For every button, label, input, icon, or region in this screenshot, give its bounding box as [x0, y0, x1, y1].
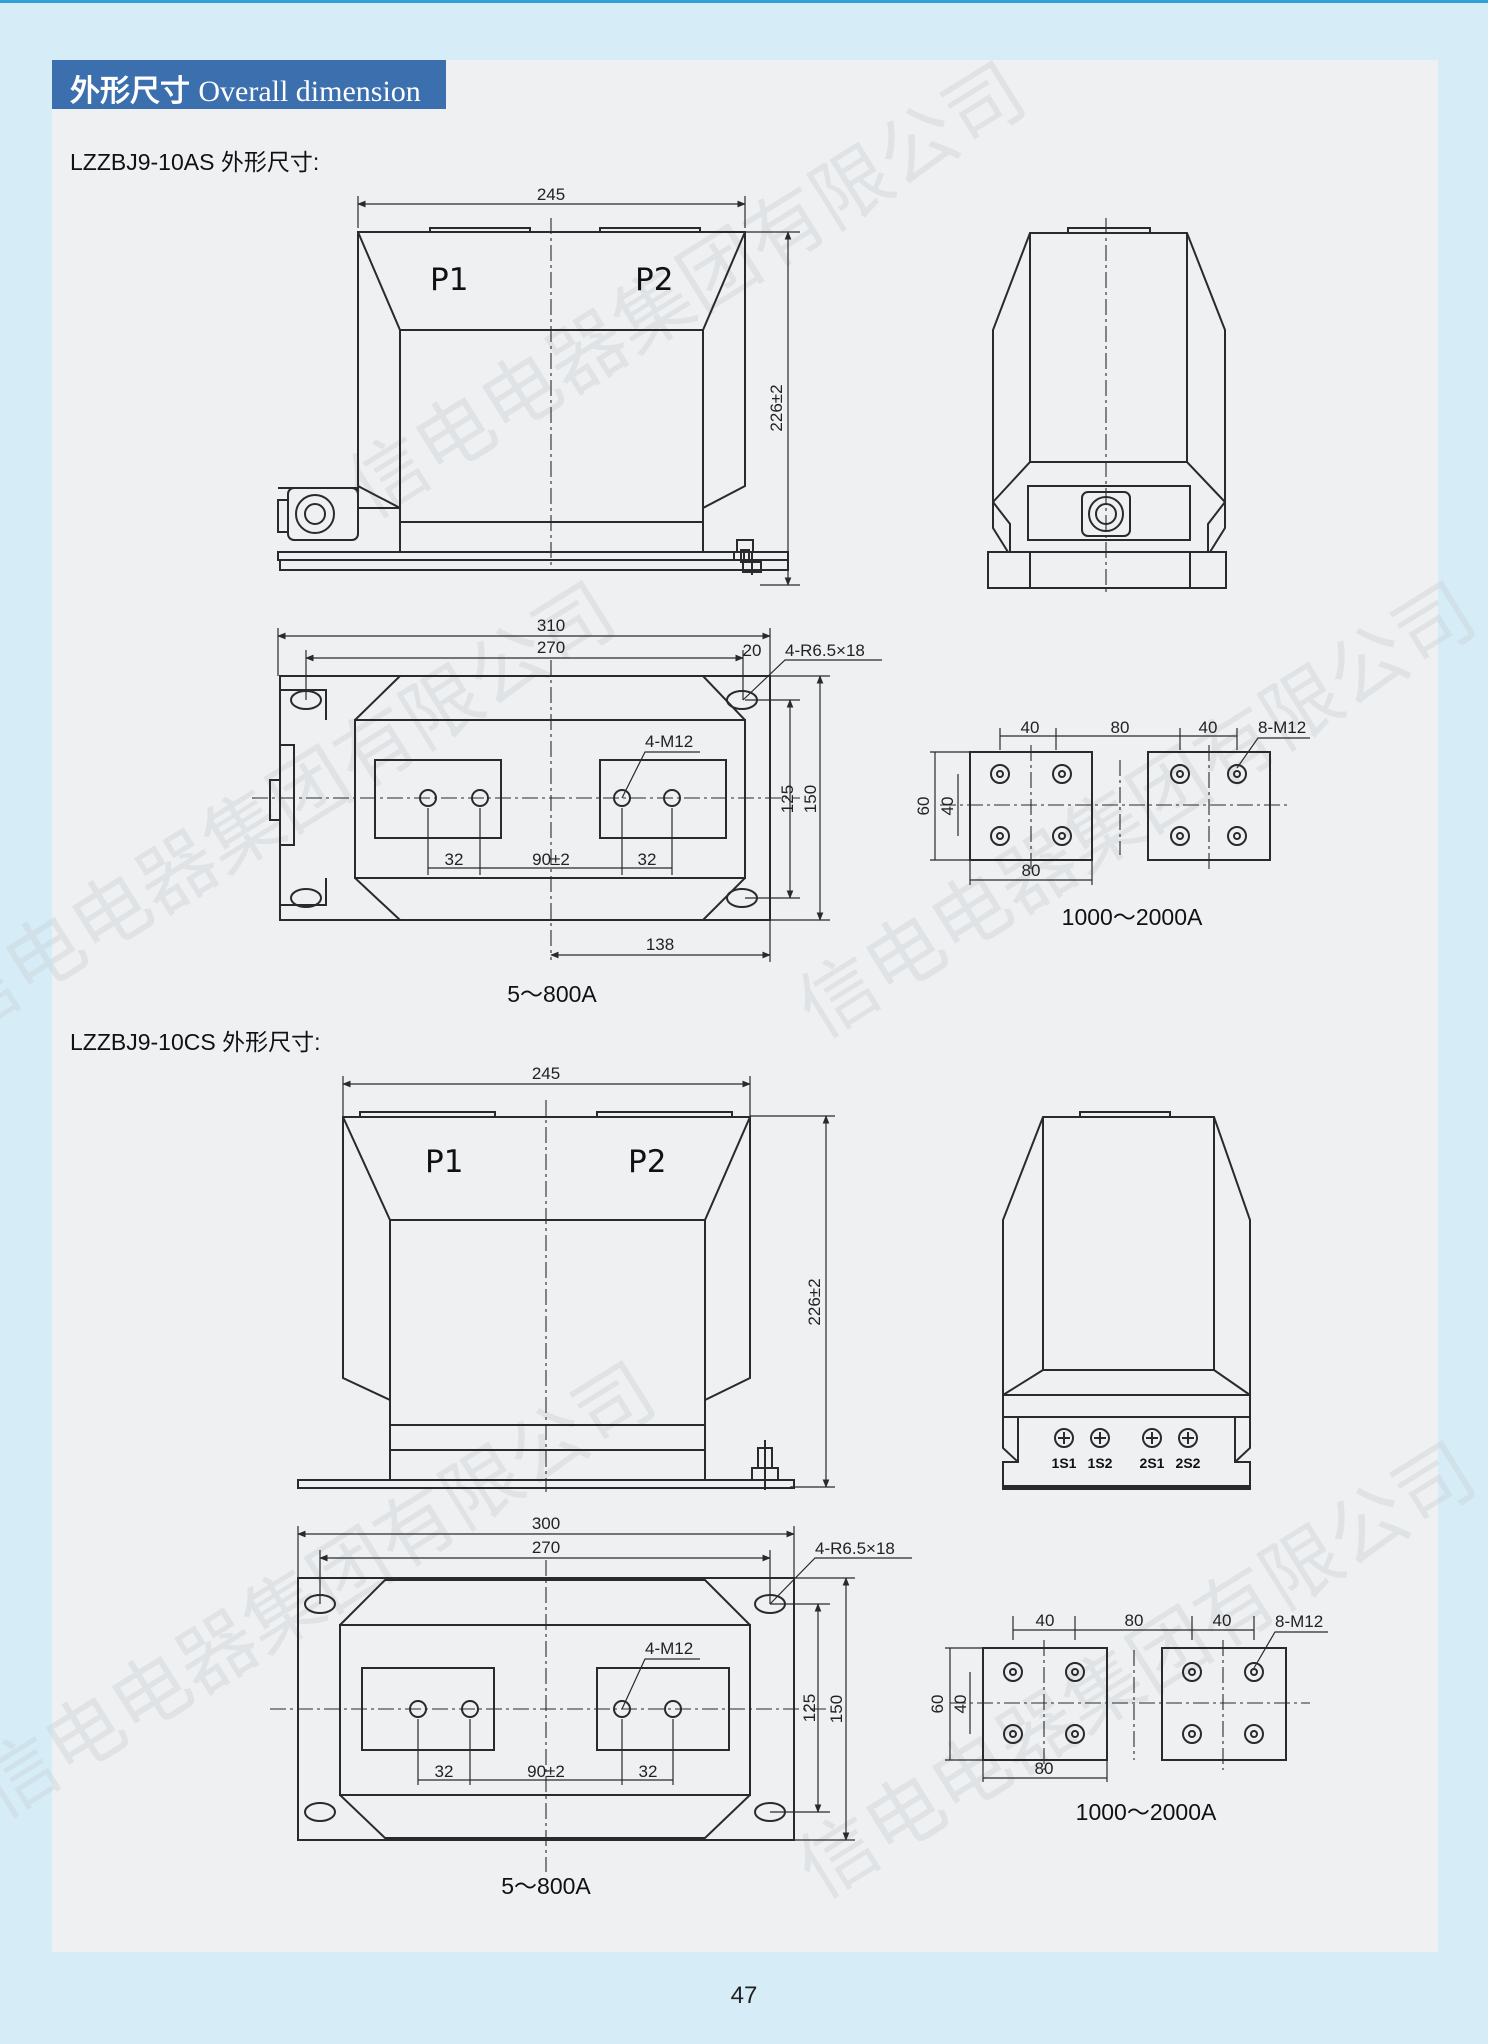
- base-edge-dim: 20: [743, 641, 762, 660]
- watermark-4: 信电电器集团有限公司: [0, 1346, 672, 1836]
- front-height-dim-2: 226±2: [805, 1278, 824, 1325]
- slot-note-2: 4-R6.5×18: [815, 1539, 895, 1558]
- detail-rating: 1000～2000A: [1062, 904, 1203, 930]
- base-overall-dim-2: 300: [532, 1514, 560, 1533]
- title-cn: 外形尺寸: [70, 74, 190, 109]
- detail-dim-b: 40: [1199, 718, 1218, 737]
- detail-rating-2: 1000～2000A: [1076, 1799, 1217, 1825]
- center-distance-dim: 90±2: [532, 850, 570, 869]
- detail-inner-dim: 40: [938, 797, 957, 816]
- title-en: Overall dimension: [198, 75, 421, 108]
- detail-height-dim-2: 60: [928, 1695, 947, 1714]
- base-rating: 5～800A: [507, 981, 597, 1007]
- center-distance-dim-2: 90±2: [527, 1762, 565, 1781]
- front-height-dim: 226±2: [767, 384, 786, 431]
- detail-inner-dim-2: 40: [951, 1695, 970, 1714]
- bolt-pitch-dim-2: 32: [638, 850, 657, 869]
- inner-depth-dim: 125: [778, 785, 797, 813]
- section-2-heading: LZZBJ9-10CS 外形尺寸:: [70, 1029, 321, 1055]
- side-view-cs: 1S1 1S2 2S1 2S2: [1002, 1111, 1251, 1490]
- bolt-pitch-dim: 32: [445, 850, 464, 869]
- top-accent-line: [0, 0, 1488, 3]
- watermark-5: 信电电器集团有限公司: [782, 1426, 1488, 1916]
- terminal-p2: P2: [635, 262, 673, 298]
- side-view-as: [987, 218, 1227, 592]
- outer-depth-dim-2: 150: [827, 1695, 846, 1723]
- detail-dim-b-2: 40: [1213, 1611, 1232, 1630]
- detail-bolt-note: 8-M12: [1258, 718, 1306, 737]
- terminal-detail-cs: 40 80 40 8-M12 60 40 80 1000～2000A: [928, 1611, 1328, 1825]
- terminal-p1-cs: P1: [425, 1144, 463, 1180]
- page-number: 47: [730, 1982, 758, 2009]
- detail-width-dim-2: 80: [1035, 1759, 1054, 1778]
- terminal-detail-as: 40 80 40 8-M12 60 40 80 1000～2000A: [914, 718, 1310, 930]
- terminal-1s1: 1S1: [1052, 1455, 1077, 1471]
- base-overall-dim: 310: [537, 616, 565, 635]
- front-width-dim: 245: [537, 185, 565, 204]
- terminal-p2-cs: P2: [628, 1144, 666, 1180]
- terminal-1s2: 1S2: [1088, 1455, 1113, 1471]
- detail-dim-a-2: 40: [1036, 1611, 1055, 1630]
- front-view-as: 245 226±2 P1 P2: [277, 185, 800, 586]
- outer-depth-dim: 150: [801, 785, 820, 813]
- slot-note: 4-R6.5×18: [785, 641, 865, 660]
- base-hole-spacing-dim-2: 270: [532, 1538, 560, 1557]
- offset-dim: 138: [646, 935, 674, 954]
- watermark-3: 信电电器集团有限公司: [782, 566, 1488, 1056]
- base-hole-spacing-dim: 270: [537, 638, 565, 657]
- detail-width-dim: 80: [1022, 861, 1041, 880]
- front-width-dim-2: 245: [532, 1064, 560, 1083]
- base-plan-as: 310 270 20 4-R6.5×18 4-M12 32 90±2: [252, 616, 882, 1007]
- detail-bolt-note-2: 8-M12: [1275, 1612, 1323, 1631]
- terminal-p1: P1: [430, 262, 468, 298]
- detail-height-dim: 60: [914, 797, 933, 816]
- inner-depth-dim-2: 125: [800, 1694, 819, 1722]
- terminal-2s1: 2S1: [1140, 1455, 1165, 1471]
- section-title-badge: 外形尺寸 Overall dimension: [52, 60, 446, 109]
- bolt-pitch-dim-cs-2: 32: [639, 1762, 658, 1781]
- bolt-pitch-dim-cs: 32: [435, 1762, 454, 1781]
- bolt-note: 4-M12: [645, 732, 693, 751]
- detail-dim-gap: 80: [1111, 718, 1130, 737]
- section-1-heading: LZZBJ9-10AS 外形尺寸:: [70, 149, 319, 175]
- detail-dim-a: 40: [1021, 718, 1040, 737]
- front-view-cs: 245 226±2 P1 P2: [297, 1064, 835, 1492]
- secondary-terminal-screws: [1054, 1428, 1198, 1448]
- detail-dim-gap-2: 80: [1125, 1611, 1144, 1630]
- terminal-2s2: 2S2: [1176, 1455, 1201, 1471]
- bolt-note-2: 4-M12: [645, 1639, 693, 1658]
- base-rating-2: 5～800A: [501, 1873, 591, 1899]
- base-plan-cs: 300 270 4-R6.5×18 4-M12 32 90±2 32: [270, 1514, 912, 1899]
